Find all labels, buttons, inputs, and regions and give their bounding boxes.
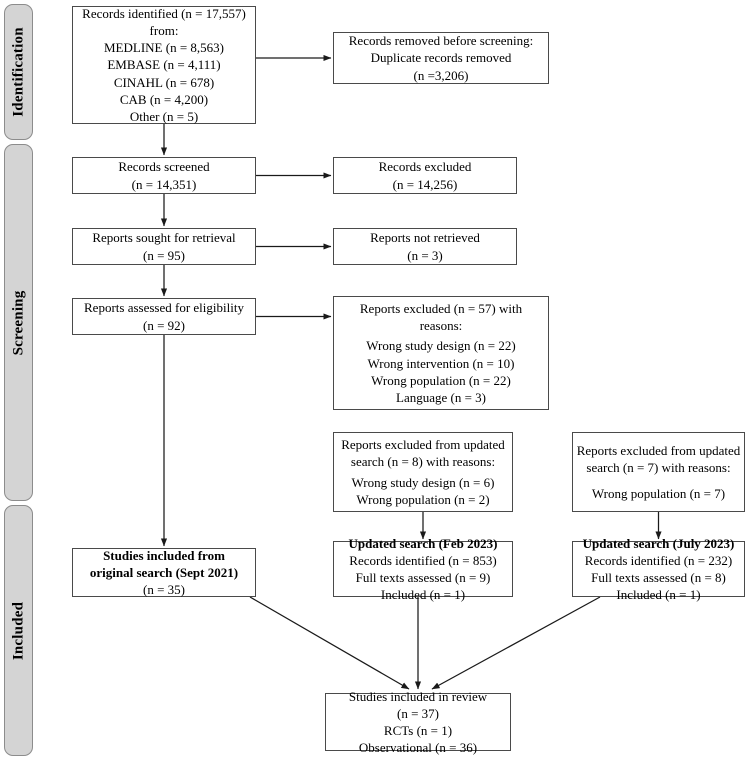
arrow-july-to-review [431,596,601,690]
box-line: Wrong population (n = 2) [356,491,490,507]
box-line: Records screened [118,159,210,175]
box-line: Reports sought for retrieval [92,230,236,246]
box-line: Included (n = 1) [380,587,466,603]
box-line: (n = 95) [143,247,185,263]
box-line: Wrong study design (n = 6) [351,474,495,490]
records-identified: Records identified (n = 17,557) from:MEDL… [72,6,256,124]
box-line: (n = 37) [397,705,439,721]
stage-label-identification: Identification [10,27,26,117]
records-screened: Records screened(n = 14,351) [72,157,256,194]
box-line: Observational (n = 36) [358,740,478,756]
box-line: Updated search (July 2023) [582,535,735,551]
box-line: Full texts assessed (n = 8) [591,570,726,585]
box-line: CAB (n = 4,200) [119,91,209,107]
box-line: Other (n = 5) [129,108,199,124]
box-line: Records identified (n = 232) [584,552,733,568]
updated-search-feb-2023: Updated search (Feb 2023)Records identif… [333,536,513,602]
reports-excluded-updated-search-feb: Reports excluded from updated search (n =… [333,432,513,512]
box-line: Records removed before screening: [348,33,534,49]
box-line: Duplicate records removed [370,50,512,66]
reports-sought-for-retrieval: Reports sought for retrieval(n = 95) [72,228,256,265]
box-line: Language (n = 3) [396,389,486,405]
box-line: Studies included from [103,547,225,563]
box-line: Reports not retrieved [370,230,480,246]
stage-panel-included: Included [4,505,33,756]
box-line: (n = 3) [407,247,443,263]
box-line: Updated search (Feb 2023) [348,535,498,551]
box-line: Wrong population (n = 22) [371,372,511,388]
box-line: Reports assessed for eligibility [84,300,244,316]
box-line: Wrong study design (n = 22) [366,338,516,354]
reports-not-retrieved: Reports not retrieved(n = 3) [333,228,517,265]
box-line: Studies included in review [348,688,488,704]
records-excluded: Records excluded(n = 14,256) [333,157,517,194]
box-line: EMBASE (n = 4,111) [107,57,221,73]
box-line: Full texts assessed (n = 9) [355,570,491,585]
records-removed-before-screening: Records removed before screening:Duplica… [333,32,549,84]
reports-assessed-for-eligibility: Reports assessed for eligibility(n = 92) [72,298,256,335]
box-line: (n = 14,256) [392,176,458,192]
box-line: search (n = 7) with reasons: [586,459,731,475]
box-line: Wrong population (n = 7) [591,486,726,502]
stage-label-screening: Screening [10,290,26,355]
box-line: reasons: [419,318,463,334]
box-line: (n = 92) [143,317,185,333]
box-line: from: [149,23,179,39]
box-line: Records identified (n = 853) [349,552,497,568]
box-line: search (n = 8) with reasons: [350,454,496,470]
stage-panel-screening: Screening [4,144,33,501]
box-line: Records excluded [378,159,472,175]
box-line: Reports excluded from updated [341,437,505,452]
box-line: (n = 35) [143,582,185,598]
box-line: (n = 14,351) [131,176,197,192]
box-line: (n =3,206) [413,67,469,83]
stage-panel-identification: Identification [4,4,33,140]
arrow-original-to-review [249,596,410,690]
stage-label-included: Included [10,601,26,660]
box-line: Included (n = 1) [616,587,701,603]
box-line: original search (Sept 2021) [89,564,239,580]
box-line: Reports excluded (n = 57) with [359,301,523,316]
box-line: Records identified (n = 17,557) [82,5,246,21]
box-line: Reports excluded from updated [576,442,741,458]
box-line: Wrong intervention (n = 10) [367,355,515,371]
box-line: CINAHL (n = 678) [113,74,215,90]
reports-excluded-with-reasons: Reports excluded (n = 57) with reasons: Wr… [333,296,549,410]
updated-search-july-2023: Updated search (July 2023)Records identi… [572,536,745,602]
box-line: RCTs (n = 1) [383,723,453,738]
box-line: MEDLINE (n = 8,563) [104,40,224,56]
studies-included-in-review: Studies included in review(n = 37) RCTs (… [325,689,511,755]
